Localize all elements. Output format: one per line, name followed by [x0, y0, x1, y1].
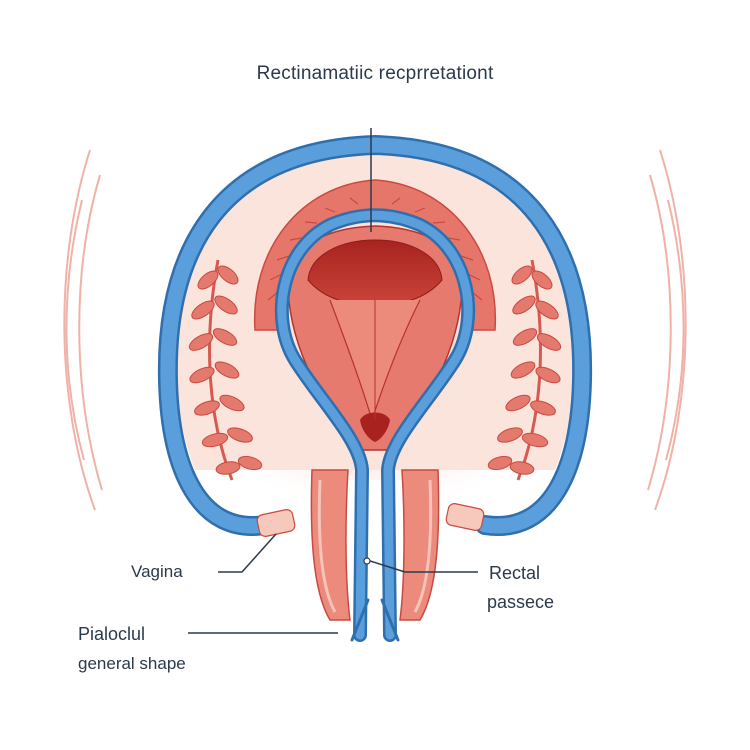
label-vagina: Vagina	[131, 562, 183, 581]
diagram-title: Rectinamatiic recprretationt	[256, 63, 494, 84]
label-rectal-passage: passece	[487, 592, 555, 612]
label-pialoclul: Pialoclul	[78, 624, 146, 644]
label-rectal: Rectal	[489, 563, 541, 583]
canal-walls	[310, 469, 440, 621]
rectal-pointer-dot	[363, 557, 371, 565]
left-feather-muscle	[188, 259, 263, 481]
outer-tissue-lines	[63, 149, 687, 511]
central-organ	[287, 225, 463, 451]
label-general-shape: general shape	[78, 654, 186, 673]
tube-end-caps	[256, 503, 485, 537]
outer-blue-tube	[157, 134, 593, 536]
right-feather-muscle	[487, 259, 562, 481]
inner-blue-tube	[274, 208, 476, 642]
leader-lines	[188, 533, 478, 634]
